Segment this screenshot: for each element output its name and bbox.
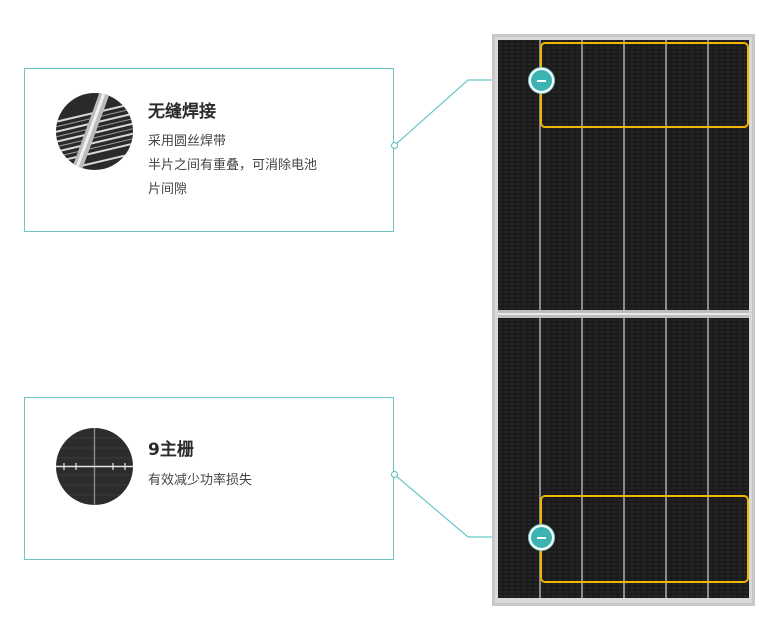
seamless-soldering-closeup-icon [56, 93, 133, 170]
feature-marker[interactable] [529, 68, 554, 93]
busbar-closeup-icon [56, 428, 133, 505]
feature-description-line: 半片之间有重叠，可消除电池 [148, 158, 318, 173]
feature-title: 9主栅 [148, 440, 194, 460]
feature-description-line: 采用圆丝焊带 [148, 134, 227, 149]
connector-dot [391, 471, 398, 478]
feature-card-busbar: 9主栅 有效减少功率损失 [24, 397, 394, 560]
feature-description-line: 有效减少功率损失 [148, 473, 253, 488]
feature-title: 无缝焊接 [148, 102, 216, 122]
feature-description: 采用圆丝焊带 半片之间有重叠，可消除电池 片间隙 [148, 130, 317, 202]
feature-marker[interactable] [529, 525, 554, 550]
connector-dot [391, 142, 398, 149]
feature-card-seamless-soldering: 无缝焊接 采用圆丝焊带 半片之间有重叠，可消除电池 片间隙 [24, 68, 394, 232]
solar-panel-image [492, 34, 755, 606]
feature-description: 有效减少功率损失 [148, 469, 252, 493]
feature-description-line: 片间隙 [148, 182, 188, 197]
